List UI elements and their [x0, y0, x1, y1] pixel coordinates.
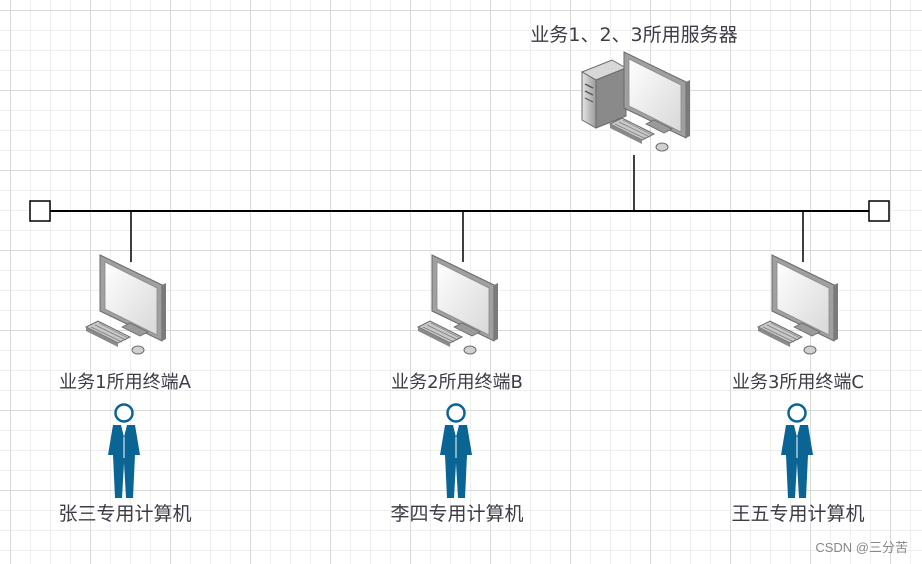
user-label-c: 王五专用计算机 — [731, 503, 865, 525]
terminal-label-a: 业务1所用终端A — [59, 372, 191, 393]
server-icon — [580, 51, 691, 152]
monitor-icon — [757, 254, 839, 355]
monitor-icon — [417, 254, 499, 355]
user-label-a: 张三专用计算机 — [58, 503, 192, 525]
person-icon — [106, 403, 142, 500]
user-label-b: 李四专用计算机 — [390, 503, 524, 525]
terminal-label-c: 业务3所用终端C — [731, 372, 865, 393]
terminal-label-b: 业务2所用终端B — [391, 372, 523, 393]
person-icon — [438, 403, 474, 500]
server-label: 业务1、2、3所用服务器 — [530, 24, 738, 46]
person-icon — [779, 403, 815, 500]
terminator-icon — [868, 200, 890, 222]
watermark: CSDN @三分苦 — [815, 540, 908, 555]
monitor-icon — [85, 254, 167, 355]
terminator-icon — [29, 200, 51, 222]
